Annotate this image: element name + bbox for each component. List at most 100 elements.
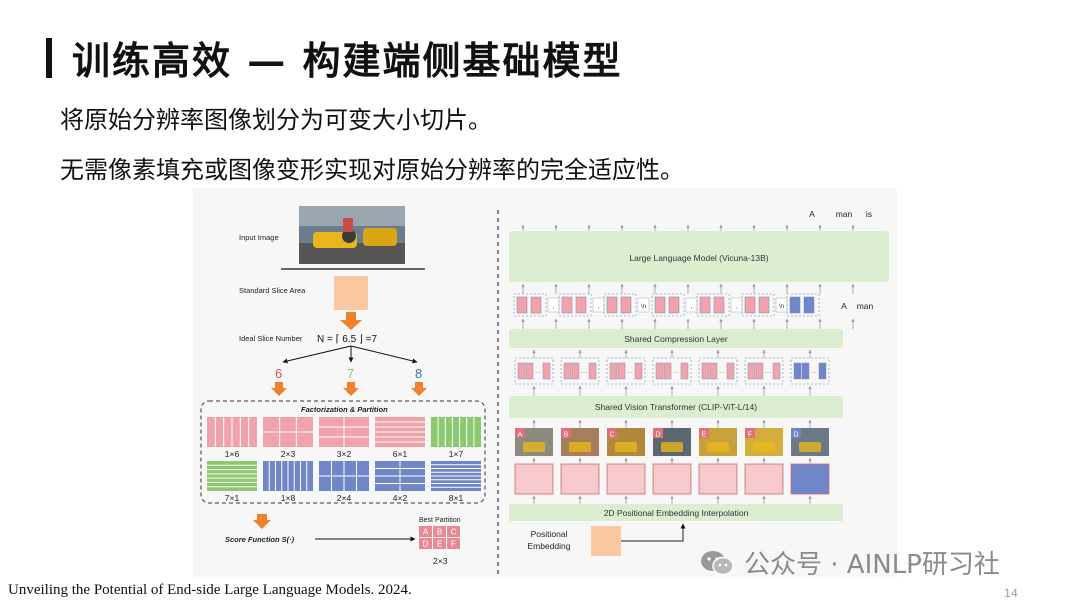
feature-bar [542, 362, 551, 380]
output-token: man [836, 209, 853, 219]
orange-arrow-1 [340, 312, 362, 330]
ideal-slice-formula: N = ⌈ 6.5 ⌋ =7 [317, 334, 377, 345]
feature-bar [709, 362, 718, 380]
feature-bar [517, 362, 526, 380]
feature-bar [755, 362, 764, 380]
token-bar [803, 296, 815, 314]
partition-label: 7×1 [225, 493, 240, 503]
compression-layer-box [509, 329, 843, 348]
feature-bar [701, 362, 710, 380]
slice-letter: B [564, 432, 569, 439]
partition-label: 2×3 [281, 449, 296, 459]
standard-slice-label: Standard Slice Area [239, 286, 306, 295]
slice-letter: F [748, 432, 752, 439]
branch-arrow-left [282, 345, 352, 364]
slice-photo-detail [707, 442, 729, 452]
separator-token: , [736, 304, 738, 310]
best-partition-cell [433, 526, 446, 537]
input-token-man: man [857, 301, 874, 311]
partition-label: 6×1 [393, 449, 408, 459]
bullet-2: 无需像素填充或图像变形实现对原始分辨率的完全适应性。 [60, 156, 684, 184]
token-group-frame [696, 293, 730, 317]
partition-label: 2×4 [337, 493, 352, 503]
feature-ellipsis: ··· [811, 370, 817, 376]
token-bar [713, 296, 725, 314]
partition-grid-1x7 [431, 417, 481, 447]
slice-square [790, 463, 830, 495]
pos-embedding-label-2: Embedding [527, 541, 570, 551]
input-image-label: Input Image [239, 233, 279, 242]
token-bar [744, 296, 756, 314]
token-bar [758, 296, 770, 314]
partition-label: 4×2 [393, 493, 408, 503]
feature-ellipsis: ··· [581, 370, 587, 376]
pos-embedding-square [591, 526, 621, 556]
best-partition-letter: E [437, 540, 442, 549]
input-image-photo [299, 206, 405, 264]
partition-grid-8x1 [431, 461, 481, 491]
pos-interp-box [509, 504, 843, 521]
token-bar [516, 296, 528, 314]
slice-letter-badge [745, 428, 755, 438]
slice-photo-detail [615, 442, 637, 452]
page-number: 14 [1004, 587, 1018, 600]
feature-bar [525, 362, 534, 380]
separator-token: , [553, 304, 555, 310]
slice-letter-badge [607, 428, 617, 438]
factorization-title: Factorization & Partition [301, 405, 388, 414]
token-bar [575, 296, 587, 314]
feature-bar [801, 362, 810, 380]
factorization-box [200, 400, 486, 504]
token-bar [789, 296, 801, 314]
branch-arrow-right [350, 345, 418, 364]
feature-bar [772, 362, 781, 380]
token-group-frame [786, 293, 820, 317]
feature-bar [571, 362, 580, 380]
token-bar [606, 296, 618, 314]
slice-letter-badge [561, 428, 571, 438]
feature-ellipsis: ··· [627, 370, 633, 376]
compression-layer-label: Shared Compression Layer [624, 334, 728, 344]
feature-ellipsis: ··· [673, 370, 679, 376]
feature-ellipsis: ··· [535, 370, 541, 376]
separator-token: , [598, 304, 600, 310]
slice-letter: A [518, 432, 523, 439]
best-partition-label: Best Partition [419, 517, 461, 524]
slice-letter: C [609, 432, 614, 439]
llm-label: Large Language Model (Vicuna-13B) [629, 253, 768, 263]
slice-photo-detail [753, 442, 775, 452]
best-partition-cell [447, 526, 460, 537]
architecture-figure: Input Image Standard Slice Area Ideal Sl… [193, 188, 897, 578]
pos-embedding-arrow [621, 523, 686, 542]
partition-grid-2x4 [319, 461, 369, 491]
partition-grid-2x3 [263, 417, 313, 447]
partition-label: 1×6 [225, 449, 240, 459]
best-partition-shape: 2×3 [433, 556, 448, 566]
wechat-icon [700, 550, 734, 576]
partition-label: 3×2 [337, 449, 352, 459]
vit-box [509, 396, 843, 418]
separator-token: , [691, 304, 693, 310]
feature-bar [663, 362, 672, 380]
token-group-frame [513, 293, 547, 317]
token-group-frame [741, 293, 775, 317]
slice-photo-detail [569, 442, 591, 452]
title-accent-bar [46, 38, 52, 78]
token-bar [654, 296, 666, 314]
standard-slice-square [334, 276, 368, 310]
slice-square [744, 463, 784, 495]
slice-square [514, 463, 554, 495]
token-bar [530, 296, 542, 314]
best-partition-cell [419, 526, 432, 537]
token-bar [561, 296, 573, 314]
score-function-label: Score Function S(·) [225, 535, 295, 544]
feature-bar [617, 362, 626, 380]
token-bar [620, 296, 632, 314]
llm-box [509, 231, 889, 282]
best-partition-letter: B [437, 528, 442, 537]
partition-grid-7x1 [207, 461, 257, 491]
slice-square [698, 463, 738, 495]
